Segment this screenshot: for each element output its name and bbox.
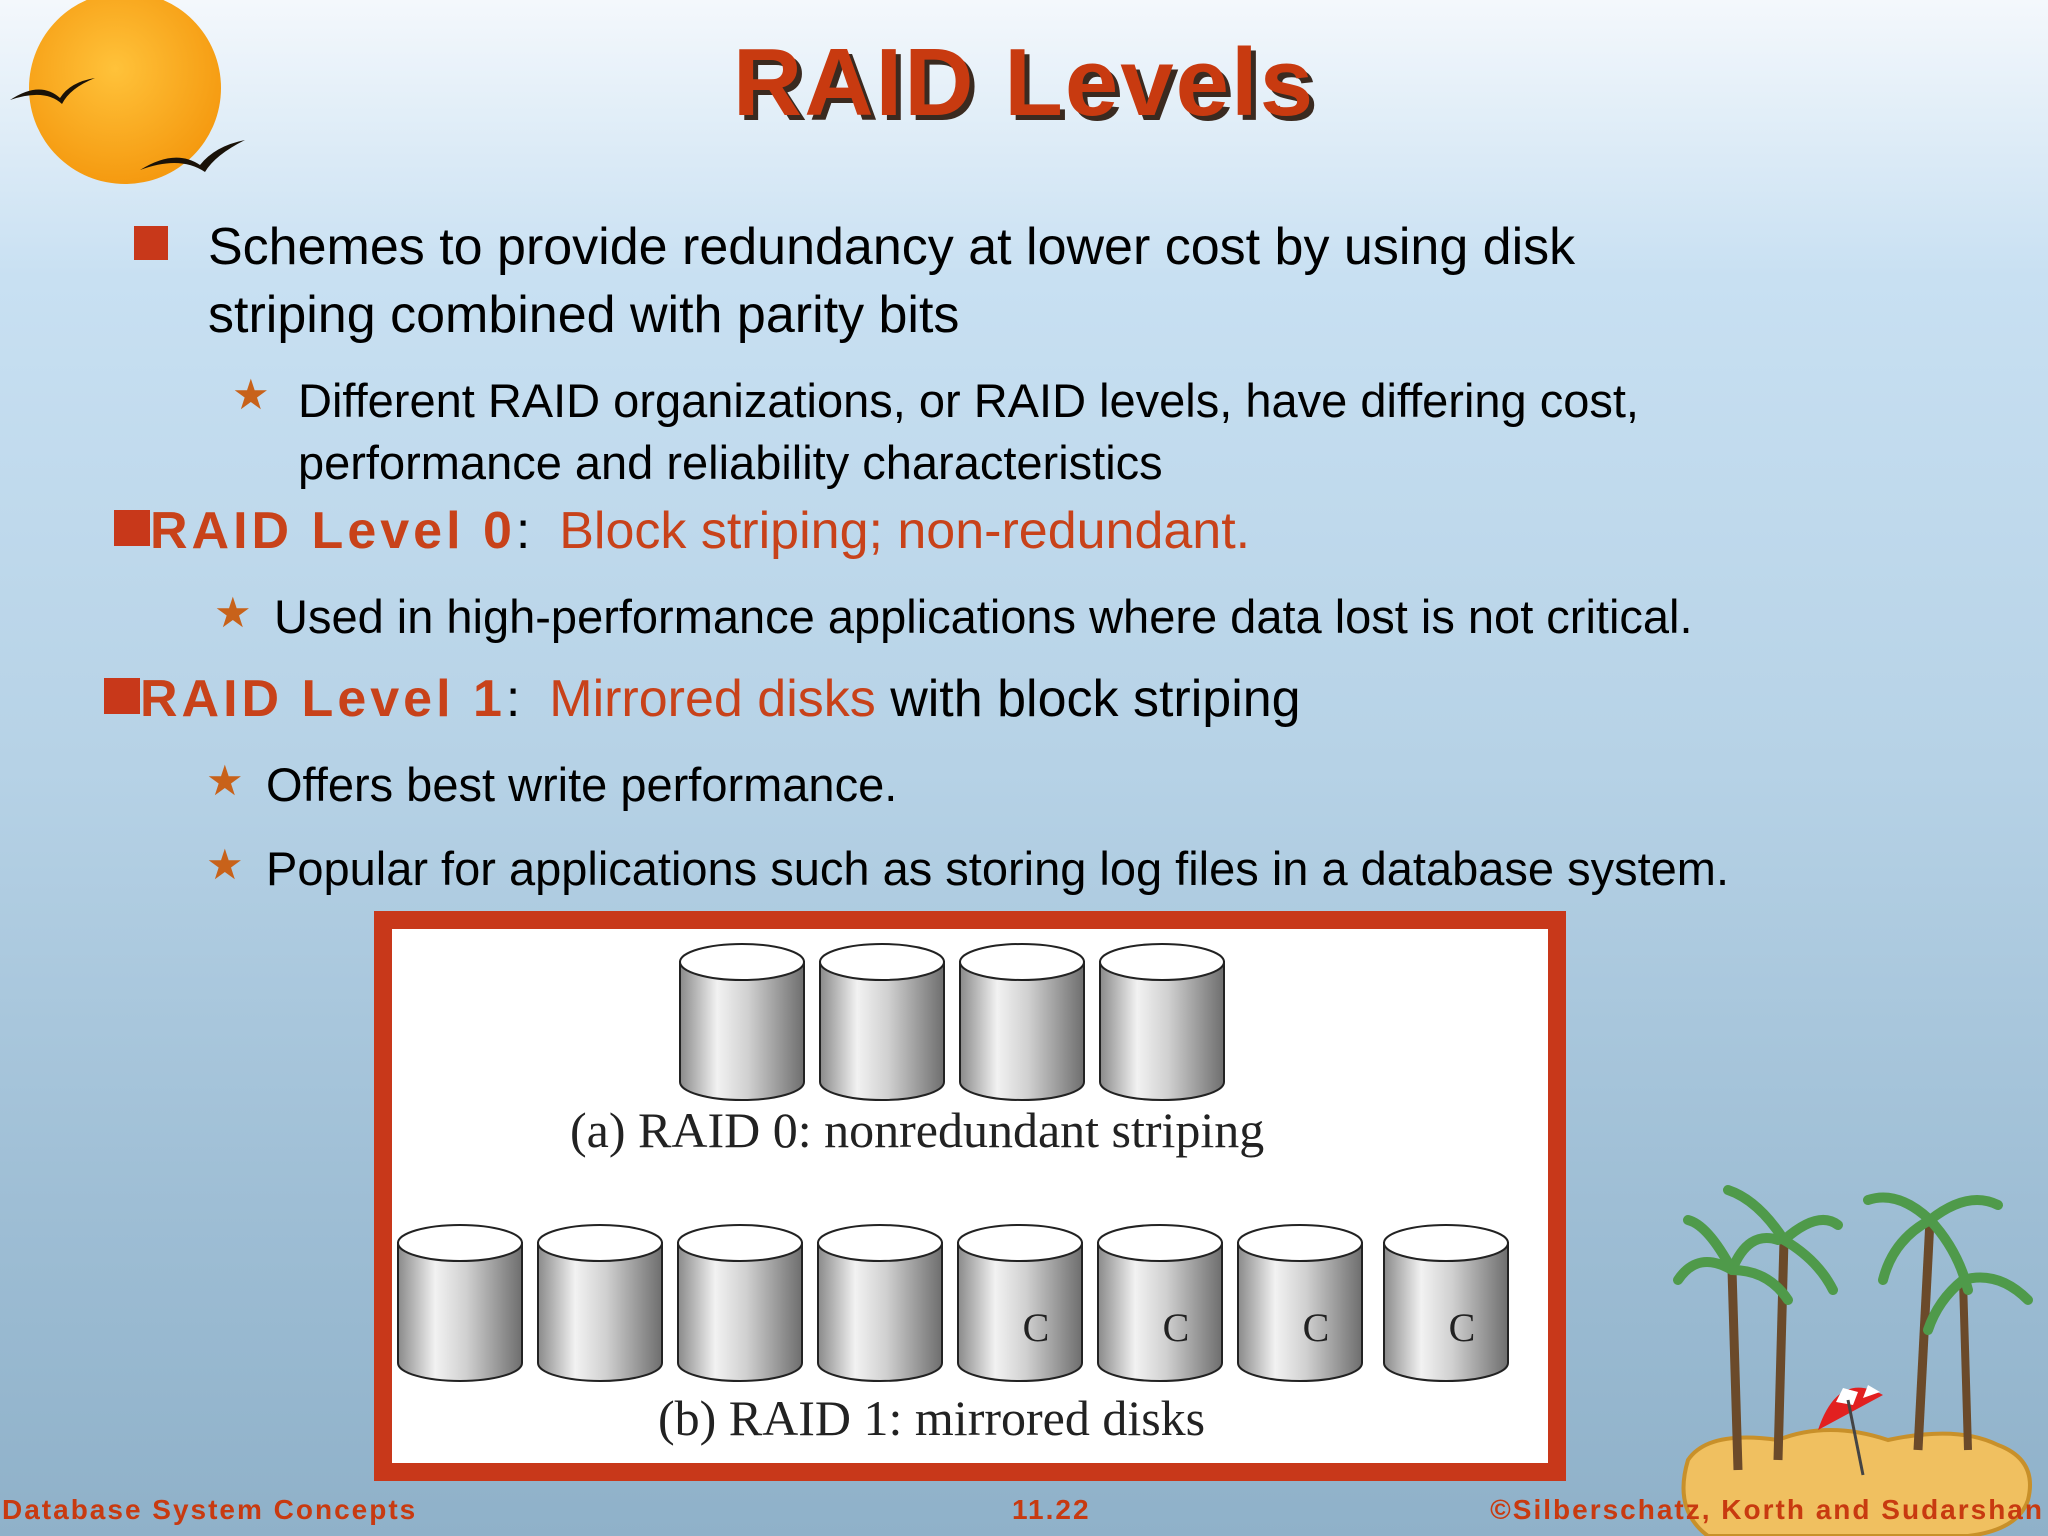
raid1-description-colored: Mirrored disks <box>549 670 876 728</box>
copy-label: C <box>1303 1305 1330 1350</box>
footer-page-number: 11.22 <box>1012 1494 1091 1525</box>
raid-figure-canvas: C C C C (a) RAID 0: nonredundant striping (… <box>392 929 1548 1463</box>
bullet-text: Schemes to provide redundancy at lower c… <box>208 218 1576 276</box>
raid1-heading: RAID Level 1: Mirrored disks with block … <box>104 666 1301 732</box>
star-bullet-icon: ★ <box>206 841 244 888</box>
disk-icon <box>537 1224 663 1382</box>
disk-icon <box>1099 943 1225 1101</box>
sub-bullet-text: Popular for applications such as storing… <box>266 842 1730 895</box>
copy-label: C <box>1163 1305 1190 1350</box>
raid-figure: C C C C (a) RAID 0: nonredundant striping (… <box>374 911 1566 1481</box>
mirror-disk-icon: C <box>1383 1224 1509 1382</box>
caption-raid1: (b) RAID 1: mirrored disks <box>658 1390 1206 1446</box>
star-bullet-icon: ★ <box>214 589 252 636</box>
disk-icon <box>397 1224 523 1382</box>
disk-icon <box>817 1224 943 1382</box>
bullet-square <box>104 678 140 714</box>
footer-copyright: ©Silberschatz, Korth and Sudarshan <box>1490 1494 2044 1525</box>
bullet-square <box>114 510 150 546</box>
sub-bullet-text: performance and reliability characterist… <box>298 436 1163 489</box>
raid1-separator: : <box>505 670 521 728</box>
caption-raid0: (a) RAID 0: nonredundant striping <box>570 1102 1265 1158</box>
palm-island-illustration <box>1673 1185 2033 1536</box>
raid0-description: Block striping; non-redundant. <box>559 502 1251 560</box>
raid1-label: RAID Level 1 <box>140 670 506 728</box>
raid0-separator: : <box>515 502 531 560</box>
slide-title: RAID Levels <box>732 29 1316 136</box>
disk-icon <box>677 1224 803 1382</box>
sun-birds-logo <box>10 0 245 184</box>
star-bullet-icon: ★ <box>206 757 244 804</box>
footer-course: Database System Concepts <box>2 1494 418 1525</box>
copy-label: C <box>1449 1305 1476 1350</box>
bullet-text: striping combined with parity bits <box>208 286 960 344</box>
raid0-heading: RAID Level 0: Block striping; non-redund… <box>114 498 1250 564</box>
sub-bullet-text: Used in high-performance applications wh… <box>274 590 1693 643</box>
star-bullet-icon: ★ <box>232 371 270 418</box>
sub-bullet-text: Offers best write performance. <box>266 758 898 811</box>
raid0-label: RAID Level 0 <box>150 502 516 560</box>
disk-icon <box>819 943 945 1101</box>
raid1-description-rest: with block striping <box>890 670 1301 728</box>
mirror-disk-icon: C <box>1237 1224 1363 1382</box>
disk-icon <box>959 943 1085 1101</box>
copy-label: C <box>1023 1305 1050 1350</box>
sub-bullet-text: Different RAID organizations, or RAID le… <box>298 374 1639 427</box>
mirror-disk-icon: C <box>1097 1224 1223 1382</box>
mirror-disk-icon: C <box>957 1224 1083 1382</box>
bullet-square <box>134 226 168 265</box>
disk-icon <box>679 943 805 1101</box>
